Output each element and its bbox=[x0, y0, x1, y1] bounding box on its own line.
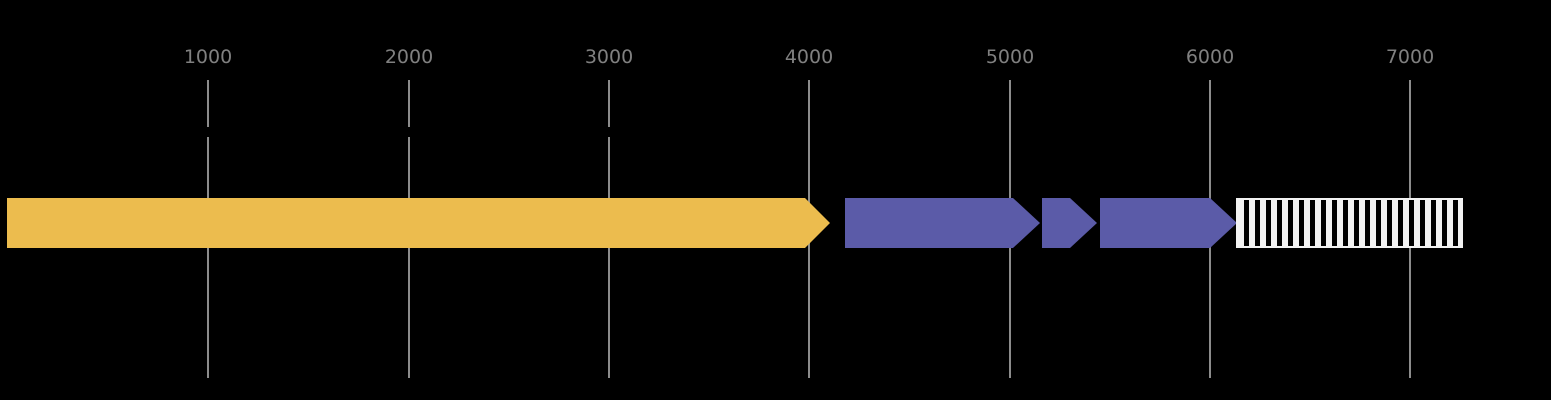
gridline-2000-upper bbox=[408, 80, 410, 127]
feature-arrow-1-shape bbox=[7, 198, 830, 248]
feature-arrow-2[interactable] bbox=[845, 198, 1040, 248]
feature-arrow-4-shape bbox=[1100, 198, 1237, 248]
gridline-3000-lower bbox=[608, 137, 610, 378]
feature-hatched-box-5[interactable] bbox=[1236, 198, 1463, 248]
axis-tick-label-1000: 1000 bbox=[183, 46, 233, 68]
axis-tick-label-7000: 7000 bbox=[1385, 46, 1435, 68]
axis-tick-label-2000: 2000 bbox=[384, 46, 434, 68]
feature-arrow-1[interactable] bbox=[7, 198, 830, 248]
gridline-3000-upper bbox=[608, 80, 610, 127]
feature-arrow-3[interactable] bbox=[1042, 198, 1097, 248]
axis-tick-label-6000: 6000 bbox=[1185, 46, 1235, 68]
axis-tick-label-5000: 5000 bbox=[985, 46, 1035, 68]
gridline-2000-lower bbox=[408, 137, 410, 378]
gridline-1000-upper bbox=[207, 80, 209, 127]
axis-tick-label-3000: 3000 bbox=[584, 46, 634, 68]
feature-arrow-4[interactable] bbox=[1100, 198, 1237, 248]
gridline-1000-lower bbox=[207, 137, 209, 378]
feature-arrow-3-shape bbox=[1042, 198, 1097, 248]
feature-arrow-2-shape bbox=[845, 198, 1040, 248]
axis-tick-label-4000: 4000 bbox=[784, 46, 834, 68]
